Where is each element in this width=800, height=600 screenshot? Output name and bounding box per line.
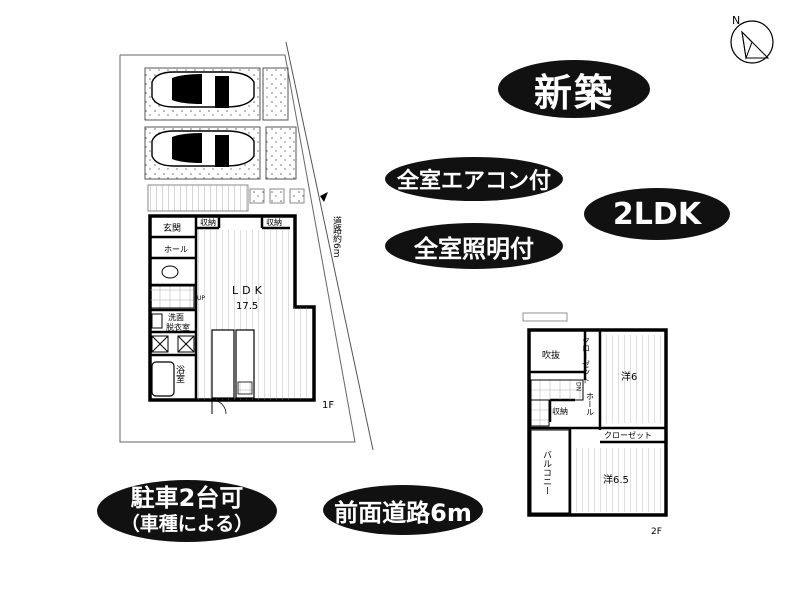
floor1-label: 1F [322,400,334,411]
parking-badge-line1: 駐車2台可 [130,484,244,512]
room-hall-label: ホール [164,245,188,254]
new-build-badge: 新築 [498,60,650,118]
building-floor2-walls [527,328,668,517]
room-balcony-label: バルコニー [541,450,552,495]
room-washroom-label: 洗面 [168,312,184,322]
parking-badge: 駐車2台可 （車種による） [97,480,277,542]
room-atrium-label: 吹抜 [542,349,560,361]
compass-north-label: N [732,14,740,27]
parking-badge-line2: （車種による） [120,513,254,535]
building-floor1-walls [148,214,316,402]
floor2-plan: 吹抜 クローゼット 洋6 ホール DN 収納 クローゼット バルコニー 洋6.5… [522,312,668,537]
room-hall-label-2f: ホール [586,392,595,416]
road-width-label: 道路約6m [331,215,342,258]
front-road-badge: 前面道路6m [323,485,483,535]
room-closet1-label: クローゼット [582,336,591,384]
compass-icon: N [730,14,774,64]
aircon-badge: 全室エアコン付 [385,157,563,201]
car-icon [151,130,255,167]
room-washroom-label-2: 脱衣室 [166,322,190,332]
room-western1-label: 洋6 [621,370,637,383]
room-entrance-label: 玄関 [163,222,181,234]
room-storage1-label: 収納 [200,217,216,227]
layout-badge: 2LDK [584,188,730,240]
floor1-plan: 道路約6m [119,41,374,451]
room-storage-2f-label: 収納 [552,406,568,416]
room-up-label: UP [197,295,205,302]
room-storage2-label: 収納 [266,217,282,227]
lot-boundary [119,54,356,443]
room-western2-label: 洋6.5 [603,473,629,486]
room-ldk-label: LDK [232,284,266,297]
lighting-badge: 全室照明付 [385,223,563,269]
road-edge-line [285,41,374,451]
room-ldk-size: 17.5 [236,301,258,312]
car-icon [151,71,255,108]
room-bath-label: 浴室 [174,365,185,383]
room-closet2-label: クローゼット [604,430,652,440]
floor2-label: 2F [651,527,662,537]
road-arrow-icon [320,192,328,202]
room-dn-label: DN [575,382,582,391]
